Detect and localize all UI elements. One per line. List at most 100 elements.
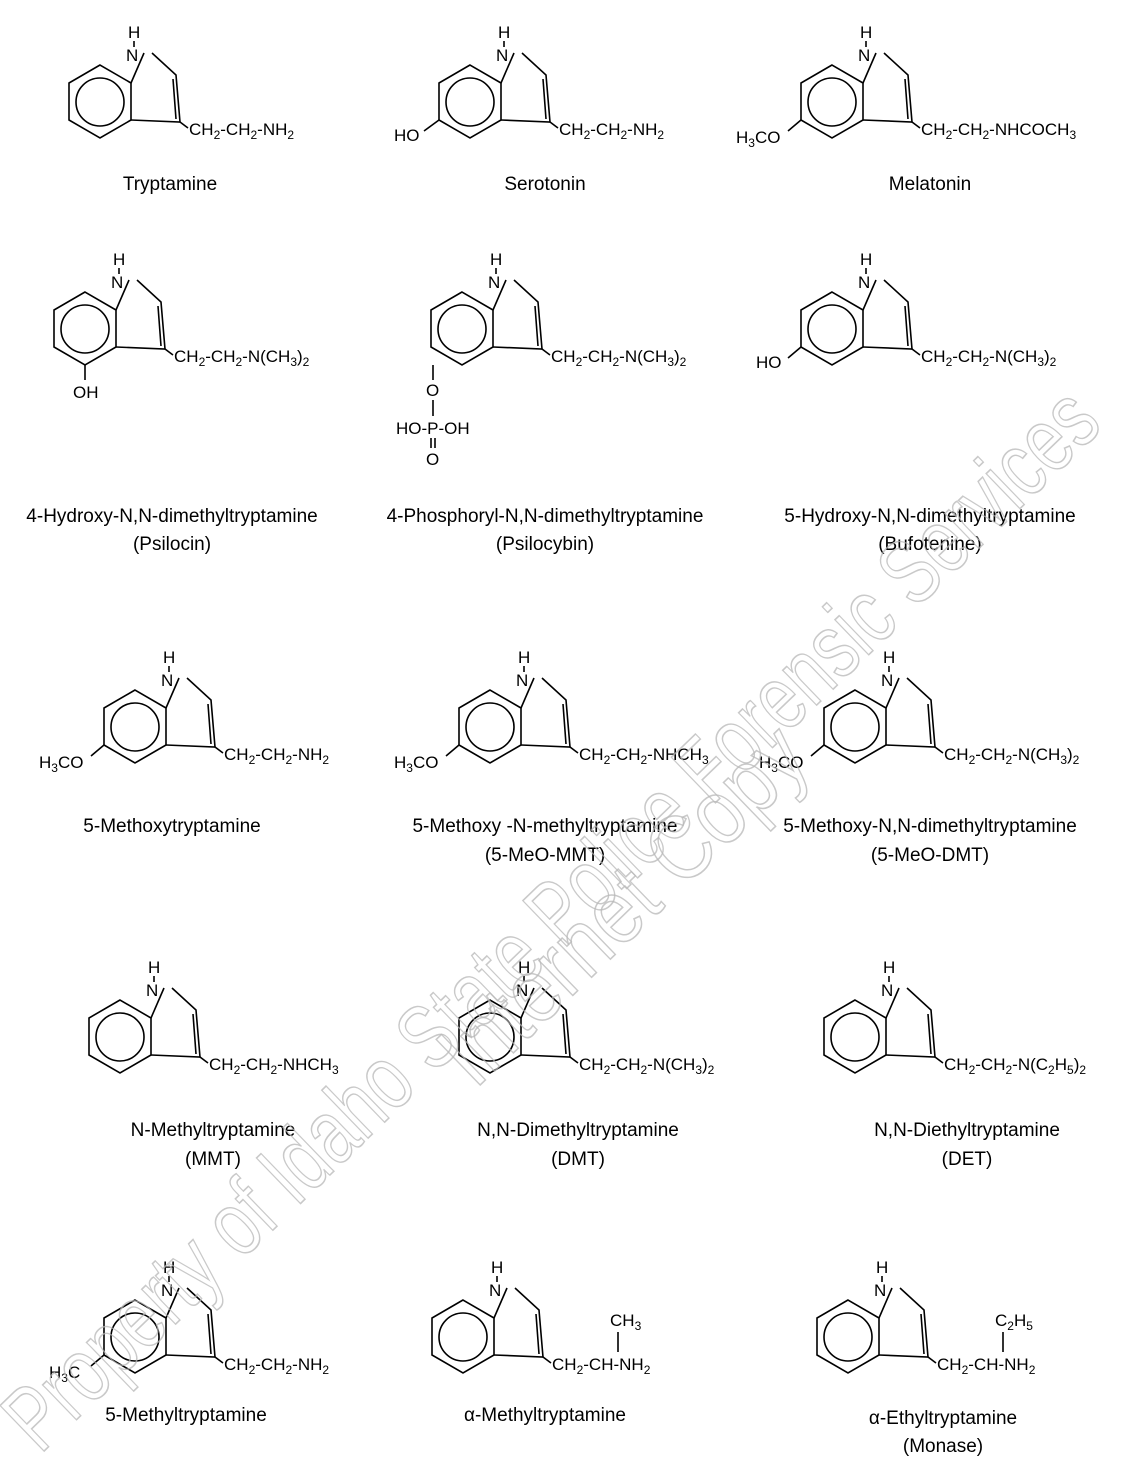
svg-text:N: N xyxy=(516,981,528,1000)
indole-ring xyxy=(458,677,571,764)
compound-name: Tryptamine xyxy=(123,174,217,195)
molecule-5-meo-dmt: H N H3CO CH2-CH2-N(CH3)2 xyxy=(759,648,1080,775)
compound-alias: (Psilocin) xyxy=(133,534,211,555)
indole-ring xyxy=(816,1287,929,1374)
indole-ring xyxy=(88,987,201,1074)
molecule-5-meo-mmt: H N H3CO CH2-CH2-NHCH3 xyxy=(394,648,709,775)
compound-name: N,N-Dimethyltryptamine xyxy=(477,1120,679,1141)
compound-name: Serotonin xyxy=(504,174,585,195)
svg-text:N: N xyxy=(111,273,123,292)
svg-text:N: N xyxy=(489,1281,501,1300)
compound-name: 4-Hydroxy-N,N-dimethyltryptamine xyxy=(26,506,317,527)
svg-text:CH2-CH2-N(CH3)2: CH2-CH2-N(CH3)2 xyxy=(921,347,1057,369)
indole-ring xyxy=(103,1287,216,1374)
watermark-secondary: Internet Copy xyxy=(418,705,827,1105)
svg-text:H3CO: H3CO xyxy=(736,128,780,150)
svg-text:CH2-CH2-N(CH3)2: CH2-CH2-N(CH3)2 xyxy=(579,1055,715,1077)
svg-text:H: H xyxy=(860,23,872,42)
indole-ring xyxy=(53,279,166,366)
molecule-alpha-ethyltryptamine: H N CH2-CH-NH2 C2H5 xyxy=(816,1258,1036,1377)
svg-text:CH2-CH2-NHCH3: CH2-CH2-NHCH3 xyxy=(579,745,709,767)
svg-text:CH2-CH2-NH2: CH2-CH2-NH2 xyxy=(224,745,329,767)
molecule-mmt: H N CH2-CH2-NHCH3 xyxy=(88,958,339,1077)
indole-ring xyxy=(431,1287,544,1374)
svg-text:H3CO: H3CO xyxy=(39,753,83,775)
svg-text:H: H xyxy=(883,648,895,667)
svg-text:N: N xyxy=(488,273,500,292)
svg-text:CH2-CH2-N(CH3)2: CH2-CH2-N(CH3)2 xyxy=(174,347,310,369)
svg-text:H: H xyxy=(490,250,502,269)
svg-text:H: H xyxy=(498,23,510,42)
svg-text:HO: HO xyxy=(756,353,782,372)
svg-text:H: H xyxy=(163,648,175,667)
svg-text:O: O xyxy=(426,381,439,400)
molecule-dmt: H N CH2-CH2-N(CH3)2 xyxy=(458,958,715,1077)
indole-ring xyxy=(438,52,551,139)
molecule-5-methoxytryptamine: H N H3CO CH2-CH2-NH2 xyxy=(39,648,329,775)
svg-text:CH2-CH2-NH2: CH2-CH2-NH2 xyxy=(189,120,294,142)
molecule-alpha-methyltryptamine: H N CH2-CH-NH2 CH3 xyxy=(431,1258,651,1377)
svg-text:H: H xyxy=(491,1258,503,1277)
compound-name: N,N-Diethyltryptamine xyxy=(874,1120,1060,1141)
svg-text:N: N xyxy=(496,46,508,65)
molecule-serotonin: H N HO CH2-CH2-NH2 xyxy=(394,23,664,145)
svg-text:H: H xyxy=(163,1258,175,1277)
svg-text:C2H5: C2H5 xyxy=(995,1311,1033,1333)
svg-text:CH3: CH3 xyxy=(610,1311,642,1333)
compound-name: 5-Methoxy -N-methyltryptamine xyxy=(412,816,677,837)
compound-name: 5-Hydroxy-N,N-dimethyltryptamine xyxy=(784,506,1075,527)
svg-text:CH2-CH2-N(CH3)2: CH2-CH2-N(CH3)2 xyxy=(944,745,1080,767)
svg-text:N: N xyxy=(881,981,893,1000)
compound-name: Melatonin xyxy=(889,174,971,195)
svg-text:H: H xyxy=(113,250,125,269)
indole-ring xyxy=(823,987,936,1074)
svg-text:N: N xyxy=(874,1281,886,1300)
compound-alias: (MMT) xyxy=(185,1149,241,1170)
molecule-psilocin: H N OH CH2-CH2-N(CH3)2 xyxy=(53,250,310,402)
compound-name: N-Methyltryptamine xyxy=(131,1120,296,1141)
indole-ring xyxy=(458,987,571,1074)
svg-text:H3CO: H3CO xyxy=(394,753,438,775)
compound-alias: (Bufotenine) xyxy=(878,534,982,555)
indole-ring xyxy=(823,677,936,764)
compound-alias: (Psilocybin) xyxy=(496,534,594,555)
svg-text:H: H xyxy=(518,648,530,667)
compound-name: 4-Phosphoryl-N,N-dimethyltryptamine xyxy=(387,506,704,527)
compound-name: 5-Methoxy-N,N-dimethyltryptamine xyxy=(783,816,1077,837)
svg-text:HO-P-OH: HO-P-OH xyxy=(396,419,470,438)
svg-text:N: N xyxy=(161,671,173,690)
svg-text:H3C: H3C xyxy=(49,1363,80,1385)
svg-text:N: N xyxy=(858,273,870,292)
compound-name: α-Methyltryptamine xyxy=(464,1405,626,1426)
svg-text:H: H xyxy=(876,1258,888,1277)
svg-text:N: N xyxy=(161,1281,173,1300)
svg-text:H3CO: H3CO xyxy=(759,753,803,775)
compound-name: 5-Methyltryptamine xyxy=(105,1405,267,1426)
svg-text:H: H xyxy=(128,23,140,42)
svg-text:OH: OH xyxy=(73,383,99,402)
svg-text:N: N xyxy=(516,671,528,690)
svg-text:H: H xyxy=(518,958,530,977)
svg-text:CH2-CH2-N(C2H5)2: CH2-CH2-N(C2H5)2 xyxy=(944,1055,1086,1077)
svg-text:N: N xyxy=(146,981,158,1000)
svg-text:N: N xyxy=(126,46,138,65)
molecule-tryptamine: H N CH2-CH2-NH2 xyxy=(68,23,294,142)
compound-alias: (5-MeO-MMT) xyxy=(485,845,605,866)
svg-text:CH2-CH2-NHCOCH3: CH2-CH2-NHCOCH3 xyxy=(921,120,1076,142)
indole-ring xyxy=(430,279,543,366)
compound-alias: (5-MeO-DMT) xyxy=(871,845,989,866)
compound-alias: (DET) xyxy=(942,1149,993,1170)
compound-name: 5-Methoxytryptamine xyxy=(83,816,260,837)
svg-text:CH2-CH2-NH2: CH2-CH2-NH2 xyxy=(559,120,664,142)
svg-text:O: O xyxy=(426,450,439,469)
svg-text:N: N xyxy=(858,46,870,65)
svg-text:N: N xyxy=(881,671,893,690)
indole-ring xyxy=(68,52,181,139)
compound-alias: (Monase) xyxy=(903,1436,983,1457)
svg-text:H: H xyxy=(883,958,895,977)
indole-ring xyxy=(800,279,913,366)
indole-ring xyxy=(800,52,913,139)
molecule-det: H N CH2-CH2-N(C2H5)2 xyxy=(823,958,1086,1077)
compound-name: α-Ethyltryptamine xyxy=(869,1408,1017,1429)
